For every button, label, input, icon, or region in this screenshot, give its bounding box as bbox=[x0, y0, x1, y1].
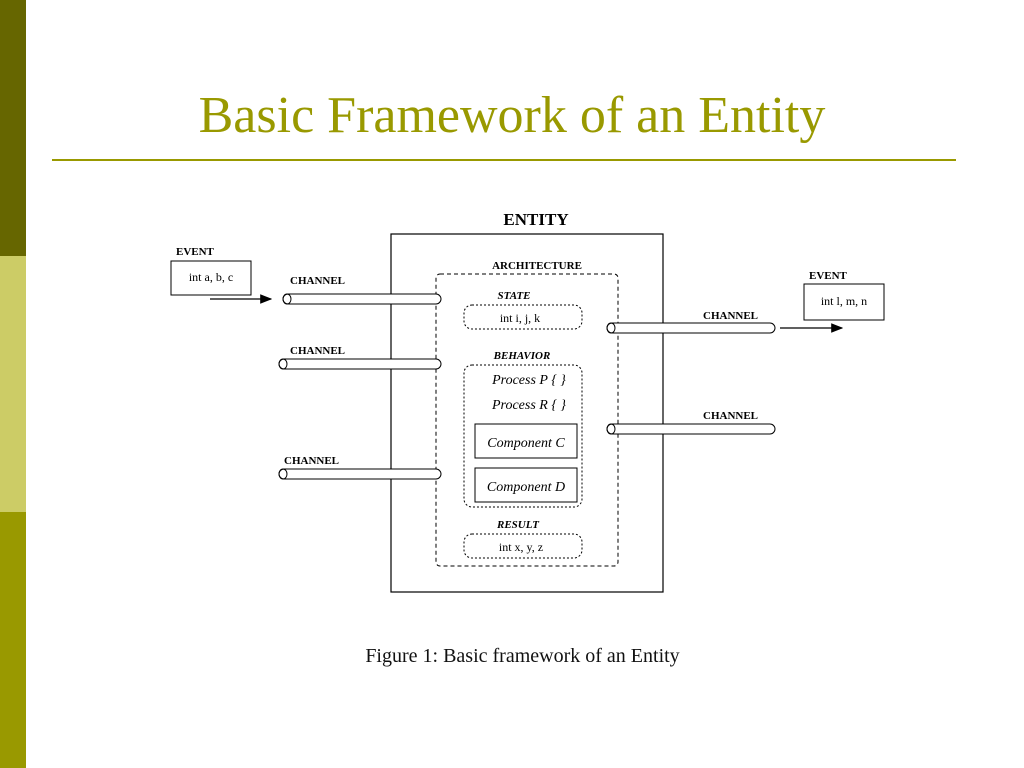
component-d-box bbox=[474, 467, 578, 503]
component-d: Component D bbox=[487, 480, 565, 495]
architecture-label: ARCHITECTURE bbox=[492, 260, 582, 272]
result-vars: int x, y, z bbox=[499, 540, 543, 554]
behavior-box bbox=[463, 364, 583, 508]
result-box bbox=[463, 533, 583, 559]
channel-pipe-left-3 bbox=[278, 468, 442, 480]
event-out-box bbox=[803, 283, 885, 321]
channel-pipe-right-2 bbox=[606, 423, 776, 435]
process-r: Process R { } bbox=[491, 398, 566, 413]
channel-pipe-left-1 bbox=[282, 293, 442, 305]
sidebar-accent-middle bbox=[0, 256, 26, 512]
event-out-label: EVENT bbox=[809, 270, 848, 282]
state-vars: int i, j, k bbox=[500, 311, 540, 325]
component-c: Component C bbox=[487, 436, 565, 451]
entity-label: ENTITY bbox=[503, 210, 568, 229]
figure-caption: Figure 1: Basic framework of an Entity bbox=[365, 645, 680, 667]
behavior-label: BEHAVIOR bbox=[493, 350, 551, 362]
sidebar-accent-top bbox=[0, 0, 26, 256]
channel-label-left-1: CHANNEL bbox=[290, 275, 345, 287]
slide-title: Basic Framework of an Entity bbox=[198, 87, 826, 144]
title-underline bbox=[52, 159, 956, 161]
state-label: STATE bbox=[497, 290, 530, 302]
architecture-box bbox=[435, 273, 619, 567]
event-in-label: EVENT bbox=[176, 246, 215, 258]
channel-pipe-right-1 bbox=[606, 322, 776, 334]
event-out-vars: int l, m, n bbox=[821, 294, 867, 308]
channel-label-right-2: CHANNEL bbox=[703, 410, 758, 422]
channel-pipe-left-2 bbox=[278, 358, 442, 370]
channel-label-right-1: CHANNEL bbox=[703, 310, 758, 322]
entity-box bbox=[390, 233, 664, 593]
component-c-box bbox=[474, 423, 578, 459]
process-p: Process P { } bbox=[491, 373, 566, 388]
event-in-vars: int a, b, c bbox=[189, 270, 233, 284]
result-label: RESULT bbox=[496, 519, 540, 531]
state-box bbox=[463, 304, 583, 330]
channel-label-left-2: CHANNEL bbox=[290, 345, 345, 357]
sidebar-accent-bottom bbox=[0, 512, 26, 768]
event-in-box bbox=[170, 260, 252, 296]
channel-label-left-3: CHANNEL bbox=[284, 455, 339, 467]
